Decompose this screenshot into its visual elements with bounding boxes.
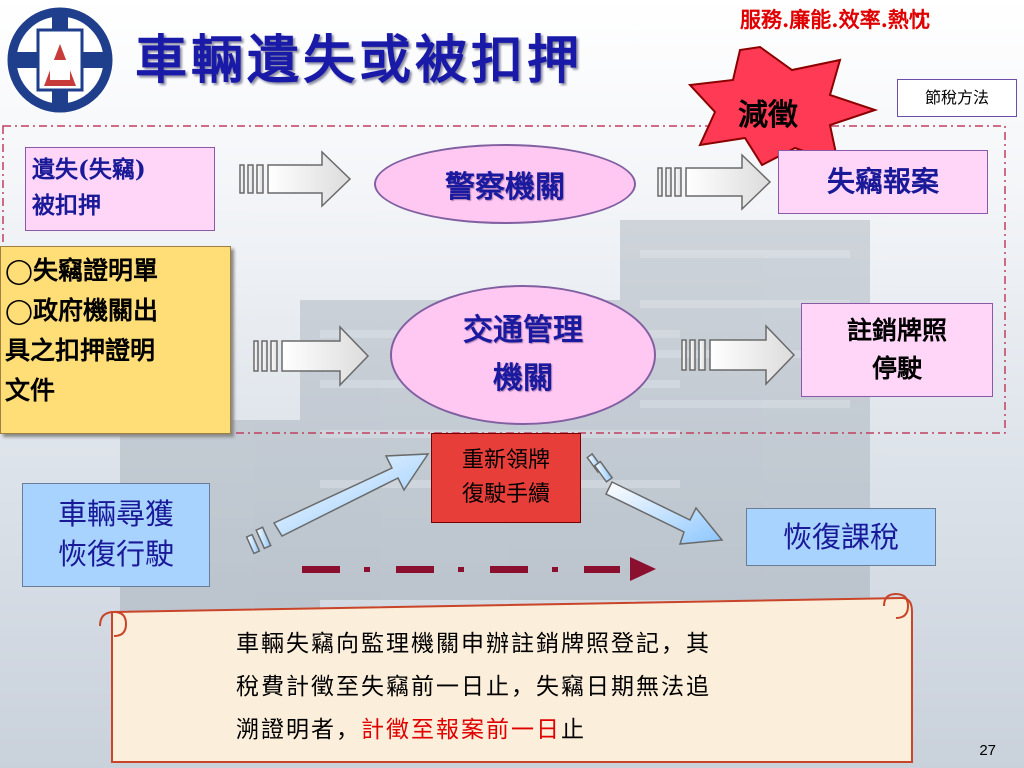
scroll-line-3a: 溯證明者， xyxy=(236,717,361,743)
theft-report-label: 失竊報案 xyxy=(826,165,939,198)
traffic-authority-line-1: 交通管理 xyxy=(463,313,583,348)
re-register-box: 重新領牌 復駛手續 xyxy=(431,433,581,523)
note-line-2: ◯政府機關出 xyxy=(5,296,158,325)
dashed-red-arrow xyxy=(302,557,656,581)
resume-tax-box: 恢復課稅 xyxy=(746,508,936,566)
arrow-4 xyxy=(681,324,796,386)
seized-label: 被扣押 xyxy=(32,192,101,219)
resume-tax-label: 恢復課稅 xyxy=(782,520,899,554)
cancel-plate-line-1: 註銷牌照 xyxy=(846,316,947,345)
traffic-authority-line-2: 機關 xyxy=(493,361,553,396)
re-register-line-2: 復駛手續 xyxy=(461,482,550,507)
scroll-highlight: 計徵至報案前一日 xyxy=(361,717,561,743)
note-line-4: 文件 xyxy=(5,376,56,405)
scroll-shape xyxy=(99,592,913,763)
burst-label: 減徵 xyxy=(738,98,798,133)
scroll-line-1: 車輛失竊向監理機關申辦註銷牌照登記，其 xyxy=(236,631,711,657)
evidence-note: ◯失竊證明單 ◯政府機關出 具之扣押證明 文件 xyxy=(0,246,231,434)
dashed-frame xyxy=(2,125,1006,434)
cancel-plate-box: 註銷牌照 停駛 xyxy=(801,303,993,397)
lost-or-seized-box: 遺失(失竊) 被扣押 xyxy=(25,147,215,231)
vehicle-found-line-2: 恢復行駛 xyxy=(57,537,174,571)
vehicle-found-box: 車輛尋獲 恢復行駛 xyxy=(22,483,210,587)
slogan: 服務.廉能.效率.熱忱 xyxy=(740,7,930,32)
arrow-3 xyxy=(253,325,370,387)
arrow-1 xyxy=(239,150,352,208)
scroll-note: 車輛失竊向監理機關申辦註銷牌照登記，其 稅費計徵至失竊前一日止，失竊日期無法追 … xyxy=(236,623,896,752)
section-tag: 節稅方法 xyxy=(897,79,1017,117)
arrow-up-right xyxy=(245,453,430,555)
page-number: 27 xyxy=(979,742,996,759)
arrow-down-right xyxy=(586,452,724,545)
page-title: 車輛遺失或被扣押 xyxy=(135,30,584,91)
scroll-line-2: 稅費計徵至失竊前一日止，失竊日期無法追 xyxy=(236,674,711,700)
note-line-3: 具之扣押證明 xyxy=(5,336,156,365)
re-register-line-1: 重新領牌 xyxy=(461,448,550,473)
traffic-authority-oval: 交通管理 機關 xyxy=(390,285,656,425)
arrow-2 xyxy=(657,153,772,211)
lost-label: 遺失(失竊) xyxy=(32,156,146,183)
logo xyxy=(7,7,113,113)
police-agency-label: 警察機關 xyxy=(445,170,565,205)
police-agency-oval: 警察機關 xyxy=(374,144,636,224)
scroll-line-3: 溯證明者，計徵至報案前一日止 xyxy=(236,709,896,752)
cancel-plate-line-2: 停駛 xyxy=(871,354,922,383)
vehicle-found-line-1: 車輛尋獲 xyxy=(57,497,174,531)
theft-report-box: 失竊報案 xyxy=(778,150,988,214)
note-line-1: ◯失竊證明單 xyxy=(5,256,158,285)
scroll-line-3c: 止 xyxy=(561,717,586,743)
